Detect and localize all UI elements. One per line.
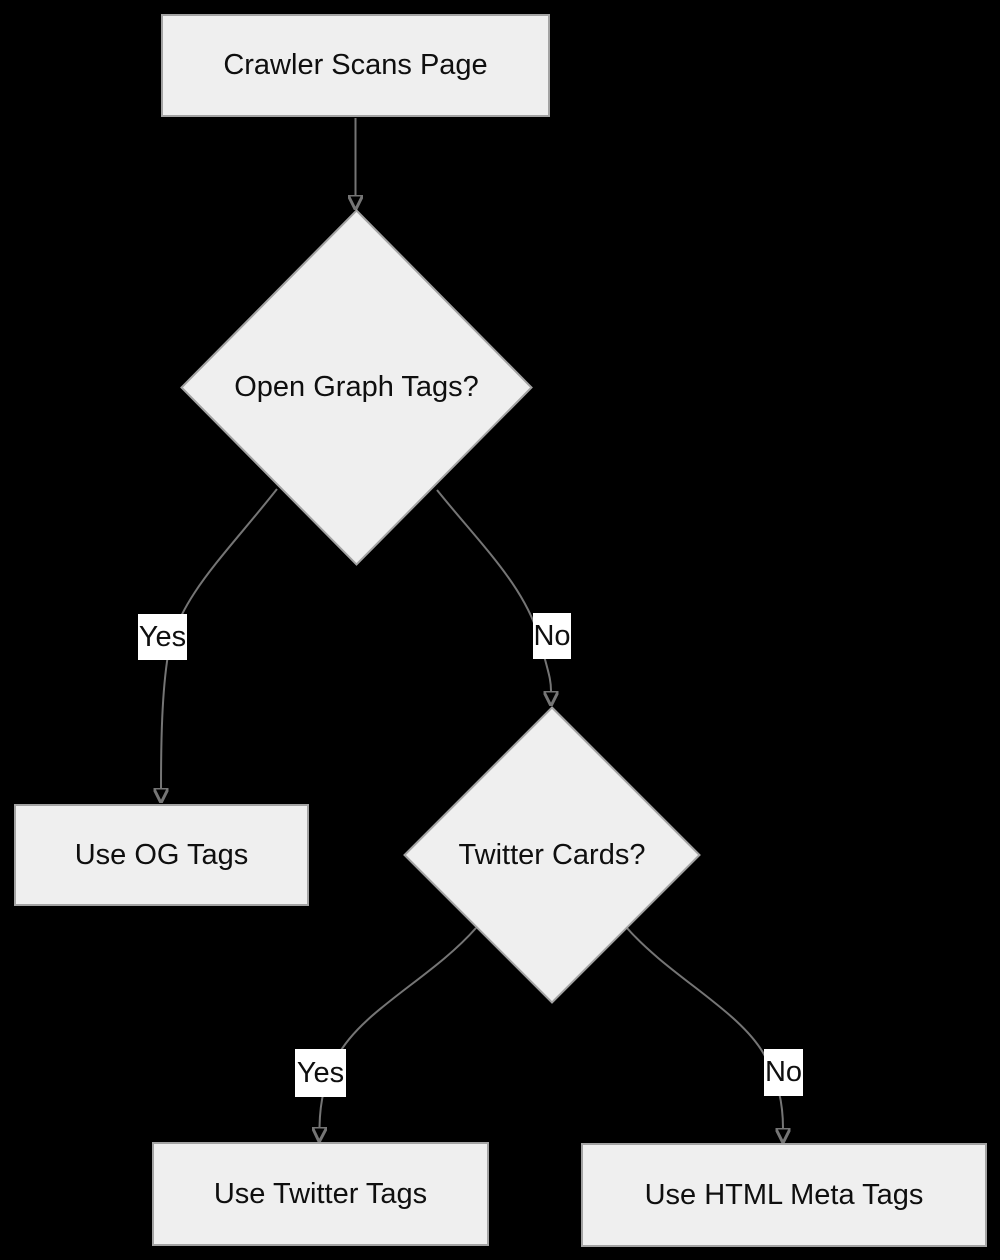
diamond-shape-twitter <box>403 706 701 1004</box>
diamond-shape-og <box>180 209 533 566</box>
node-label-twitter-cards: Twitter Cards? <box>458 838 646 871</box>
edge-label-og-yes: Yes <box>138 614 187 660</box>
node-label-crawler-scans-page: Crawler Scans Page <box>223 49 488 81</box>
node-use-twitter-tags: Use Twitter Tags <box>152 1142 489 1246</box>
node-crawler-scans-page: Crawler Scans Page <box>161 14 550 117</box>
node-open-graph-tags-decision: Open Graph Tags? <box>180 209 533 566</box>
edge-label-twitter-no: No <box>764 1049 803 1096</box>
node-twitter-cards-decision: Twitter Cards? <box>403 706 701 1004</box>
node-use-og-tags: Use OG Tags <box>14 804 309 906</box>
node-label-use-twitter-tags: Use Twitter Tags <box>213 1177 428 1210</box>
edge-label-og-no: No <box>533 613 571 659</box>
node-label-use-html-meta-tags: Use HTML Meta Tags <box>644 1178 924 1211</box>
node-label-open-graph-tags: Open Graph Tags? <box>234 371 479 403</box>
edge-twitter-no <box>626 927 783 1128</box>
edge-label-twitter-yes: Yes <box>295 1049 346 1097</box>
node-label-use-og-tags: Use OG Tags <box>74 838 249 871</box>
node-use-html-meta-tags: Use HTML Meta Tags <box>581 1143 987 1247</box>
